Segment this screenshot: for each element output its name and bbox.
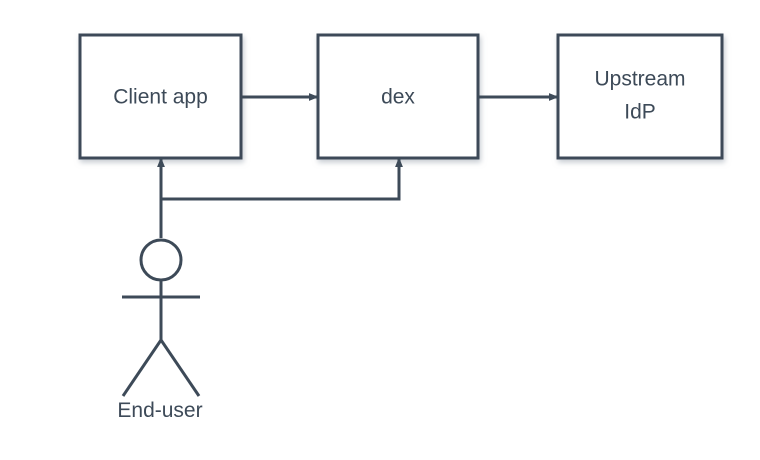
actor-head-icon bbox=[139, 238, 183, 282]
dex-label: dex bbox=[381, 86, 415, 109]
edge-end-user-to-dex[interactable] bbox=[161, 157, 403, 201]
actor-leg-left-icon bbox=[121, 339, 163, 397]
node-dex[interactable]: dex bbox=[316, 33, 480, 160]
actor-leg-right-icon bbox=[159, 339, 201, 397]
upstream-idp-label-line1: Upstream bbox=[594, 68, 685, 91]
upstream-idp-box[interactable] bbox=[556, 33, 724, 160]
end-user-label: End-user bbox=[117, 399, 202, 422]
client-app-label: Client app bbox=[113, 86, 208, 109]
dex-box[interactable] bbox=[316, 33, 480, 160]
node-upstream-idp[interactable]: Upstream IdP bbox=[556, 33, 724, 160]
client-app-box[interactable] bbox=[78, 33, 243, 160]
node-client-app[interactable]: Client app bbox=[78, 33, 243, 160]
end-user-actor[interactable]: End-user bbox=[117, 238, 203, 422]
upstream-idp-label-line2: IdP bbox=[624, 101, 656, 124]
